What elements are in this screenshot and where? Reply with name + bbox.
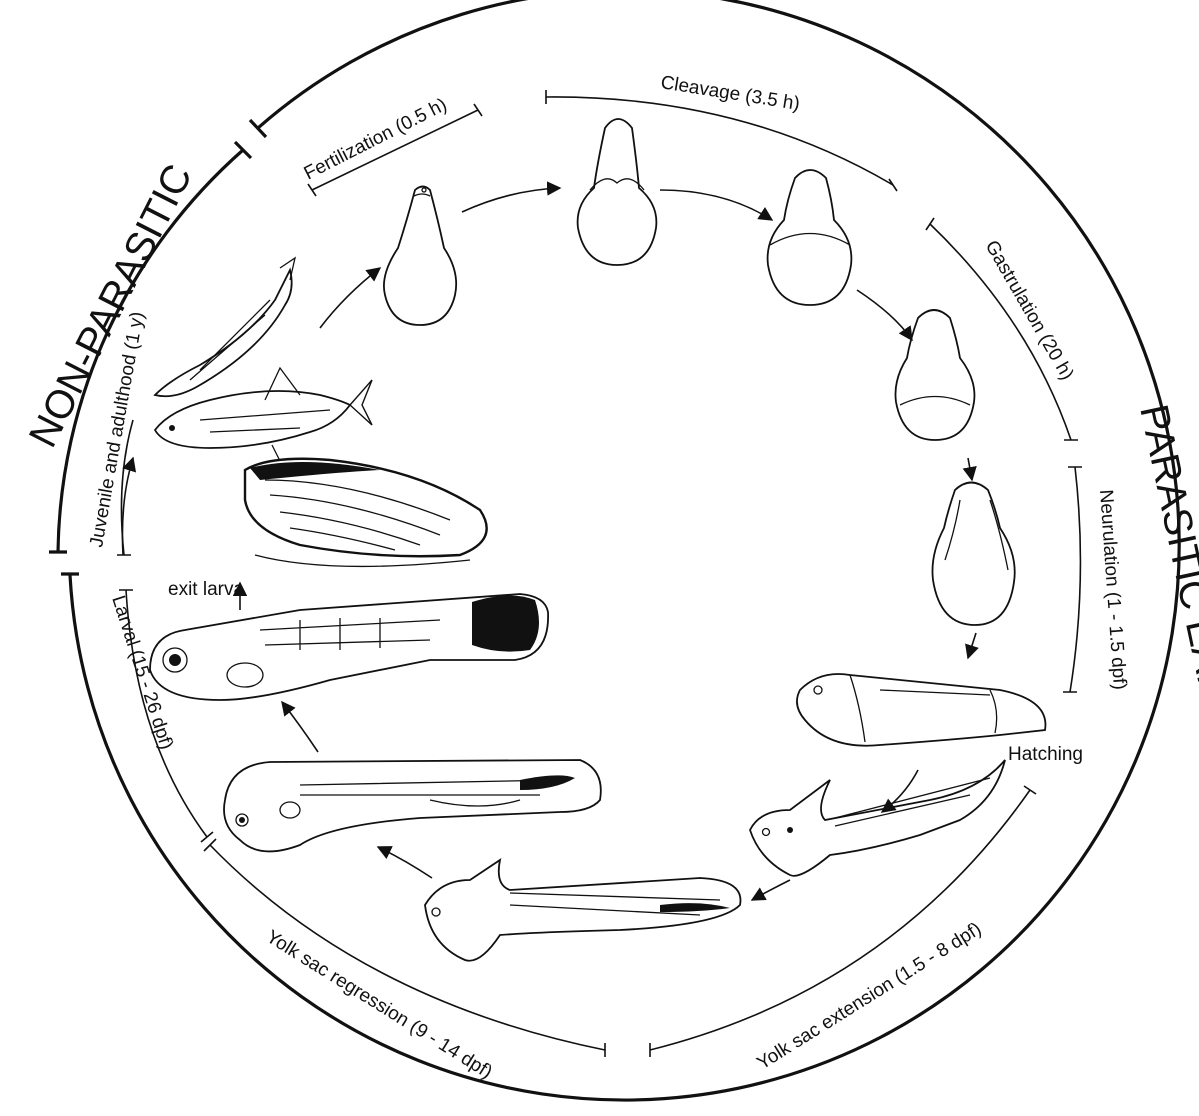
yolk-sac-extension-larva-right: [750, 760, 1005, 876]
hatching-embryo-drawing: [797, 674, 1046, 746]
cleavage-label: Cleavage (3.5 h): [659, 72, 801, 115]
gastrula-egg-drawing: [895, 310, 974, 440]
yolk-sac-regression-larva: [224, 760, 601, 851]
fertilized-egg-drawing: [384, 187, 456, 326]
exit-larva-label: exit larva: [168, 579, 244, 600]
neurula-egg-drawing: [932, 483, 1014, 626]
parasitic-title: PARASITIC EARLY LIFEHISTORY: [1131, 401, 1199, 1015]
gastrulation-label: Gastrulation (20 h): [981, 237, 1078, 384]
yolk-sac-extension-label: Yolk sac extension (1.5 - 8 dpf): [754, 919, 986, 1075]
blastula-egg-drawing: [768, 170, 852, 305]
hatching-label: Hatching: [1008, 744, 1083, 765]
larva-drawing: [150, 594, 548, 700]
neurulation-bracket: [1063, 467, 1082, 692]
cleavage-egg-drawing: [578, 119, 657, 265]
juvenile-fish-drawing: [155, 258, 295, 396]
mussel-drawing: [245, 459, 487, 567]
fertilization-label: Fertilization (0.5 h): [301, 94, 451, 184]
neurulation-label: Neurulation (1 - 1.5 dpf): [1095, 489, 1130, 691]
yolk-sac-extension-larva-bottom: [425, 860, 741, 961]
